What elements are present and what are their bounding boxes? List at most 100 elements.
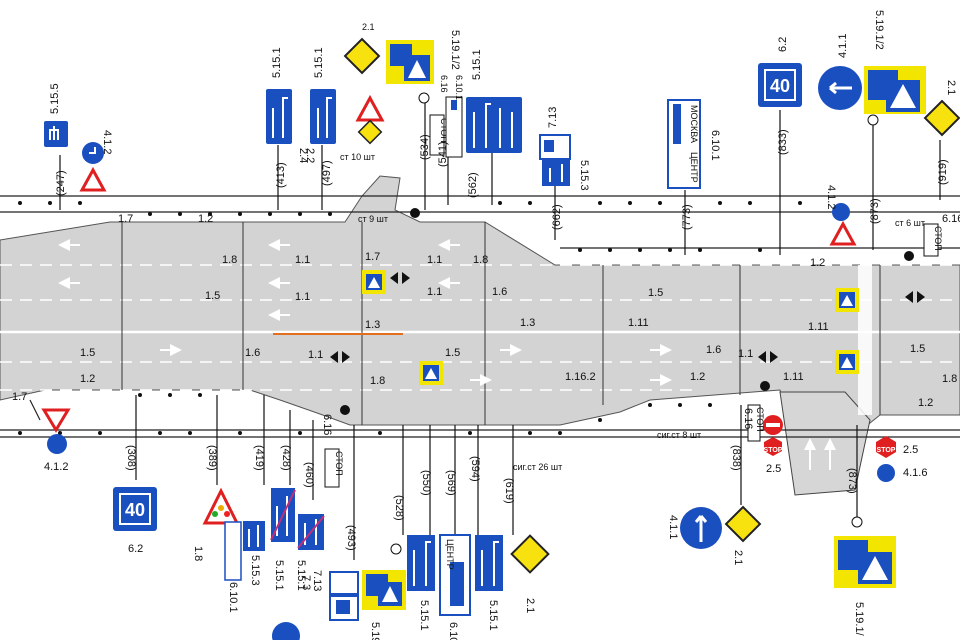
sign-4-1-2: 4.1.2 (873) СТОП 6.16 [825, 185, 960, 257]
fence-count: сиг.ст 26 шт [513, 462, 562, 472]
sign-code: 7.13 [547, 107, 559, 128]
sign-code: 5.19.1/2 [449, 30, 461, 70]
speed-value: 40 [125, 500, 145, 520]
distance-label: (662) [551, 204, 563, 230]
sign-6-2: 40 6.2 (308) [113, 445, 157, 555]
sign-code: 7.13 [311, 570, 323, 591]
fence-posts-bottom [18, 393, 712, 435]
sign-code: 5.19.1/ [853, 602, 865, 637]
sign-6-16-stop: СТОП 6.16 [742, 404, 765, 442]
stop-text: СТОП [933, 226, 943, 251]
marking-1-3: 1.3 [520, 317, 535, 329]
sign-code: 1.8 [192, 546, 204, 561]
sign-code: 5.19 [369, 622, 381, 640]
sign-4-1-2: 4.1.2 [79, 130, 113, 192]
crosswalk-sign [835, 350, 859, 374]
sign-code: 6.2 [777, 37, 789, 52]
marking-1-5: 1.5 [445, 347, 460, 359]
sign-code: 6.16 [439, 75, 449, 93]
sign-code: 6.10.1 [709, 130, 721, 161]
marking-1-8: 1.8 [942, 373, 957, 385]
pedestrian-crossing-right [858, 265, 872, 415]
sign-code: 2.1 [362, 22, 375, 32]
distance-label: (419) [253, 445, 265, 471]
sign-5-19-1: 5.19.1/2 [864, 10, 926, 126]
distance-label: (569) [445, 470, 457, 496]
marking-1-5: 1.5 [205, 290, 220, 302]
direction-text: МОСКВА [689, 105, 699, 143]
distance-label: (528) [393, 495, 405, 521]
sign-code: 6.10 [447, 622, 459, 640]
marking-1-1: 1.1 [427, 254, 442, 266]
fence-posts-top [18, 201, 802, 252]
sign-5-19-1: 5.19 (528) [362, 495, 406, 640]
marking-1-5: 1.5 [910, 343, 925, 355]
sign-posts-top [59, 100, 941, 255]
sign-code: 2.1 [524, 598, 536, 613]
sign-code: 5.15.3 [578, 160, 590, 191]
sign-code: 6.16 [321, 414, 333, 435]
sign-code: 4.1.6 [903, 467, 927, 479]
distance-label: (919) [937, 159, 949, 185]
sign-code: 6.16 [942, 213, 960, 225]
speed-value: 40 [770, 76, 790, 96]
distance-label: (550) [420, 470, 432, 496]
marking-1-2: 1.2 [80, 373, 95, 385]
marking-1-11: 1.11 [783, 371, 804, 383]
distance-label: (389) [206, 445, 218, 471]
marking-1-16-2: 1.16.2 [565, 371, 596, 383]
sign-code: 4.1.1 [667, 515, 679, 539]
sign-7-13: 7.13 5.15.3 (662) [539, 107, 590, 230]
sign-2-1: 2.1 (619) [503, 478, 550, 613]
sign-5-15-5: 5.15.5 (247) [44, 83, 68, 196]
sign-7-13: 7.13 7.3 (493) [300, 525, 359, 621]
marking-1-1: 1.1 [308, 349, 323, 361]
sign-posts-bottom [135, 395, 858, 560]
marking-1-5: 1.5 [648, 287, 663, 299]
marking-1-8: 1.8 [370, 375, 385, 387]
marking-1-8: 1.8 [473, 254, 488, 266]
sign-code: 5.15.1 [313, 47, 325, 78]
sign-code: 5.19.1/2 [873, 10, 885, 50]
distance-label: (873) [846, 468, 858, 494]
sign-2-5-stop: STOP 2.5 4.1.6 [876, 436, 927, 482]
marking-1-2: 1.2 [690, 371, 705, 383]
stop-text: СТОП [755, 407, 765, 432]
distance-label: (534) [419, 134, 431, 160]
sign-code: 5.15.1 [271, 47, 283, 78]
sign-5-15-1: 5.15.1 (497) 2.2 [304, 47, 336, 186]
sign-1-8: 1.8 (389) [192, 445, 240, 561]
distance-label: (497) [321, 160, 333, 186]
section-dividers [121, 222, 881, 425]
marking-1-1: 1.1 [295, 291, 310, 303]
distance-label: (413) [275, 162, 287, 188]
sign-code: 5.15.1 [273, 560, 285, 591]
distance-label: (541) [437, 141, 449, 167]
marking-1-3: 1.3 [365, 319, 380, 331]
sign-code: 5.15.3 [249, 555, 261, 586]
marking-1-5: 1.5 [80, 347, 95, 359]
marking-1-1: 1.1 [295, 254, 310, 266]
stop-text: СТОП [334, 451, 344, 476]
marking-1-11: 1.11 [808, 321, 829, 333]
distance-label: (619) [503, 478, 515, 504]
sign-code: 5.15.1 [487, 600, 499, 631]
sign-4-1-1-partial [272, 622, 300, 640]
crosswalk-sign [419, 361, 443, 385]
sign-code: 5.15.1 [295, 560, 307, 591]
sign-2-1: 2.1 [343, 22, 385, 145]
crosswalk-sign [835, 288, 859, 312]
traffic-lights [330, 208, 925, 415]
sign-5-15-1: 5.15.1 (550) [407, 470, 435, 631]
marking-1-6: 1.6 [706, 344, 721, 356]
sign-5-19-1: 5.19.1/ (873) [834, 468, 896, 637]
marking-1-7: 1.7 [365, 251, 380, 263]
marking-1-2: 1.2 [198, 213, 213, 225]
sign-2-5-stop: STOP 2.5 [763, 415, 783, 475]
sign-code: 2.1 [732, 550, 744, 565]
marking-1-7: 1.7 [118, 213, 133, 225]
marking-1-1: 1.1 [738, 348, 753, 360]
sign-6-10: ЦЕНТР (569) 6.10 [439, 470, 471, 640]
sign-code: 2.5 [766, 463, 781, 475]
lane-arrows [58, 239, 836, 470]
